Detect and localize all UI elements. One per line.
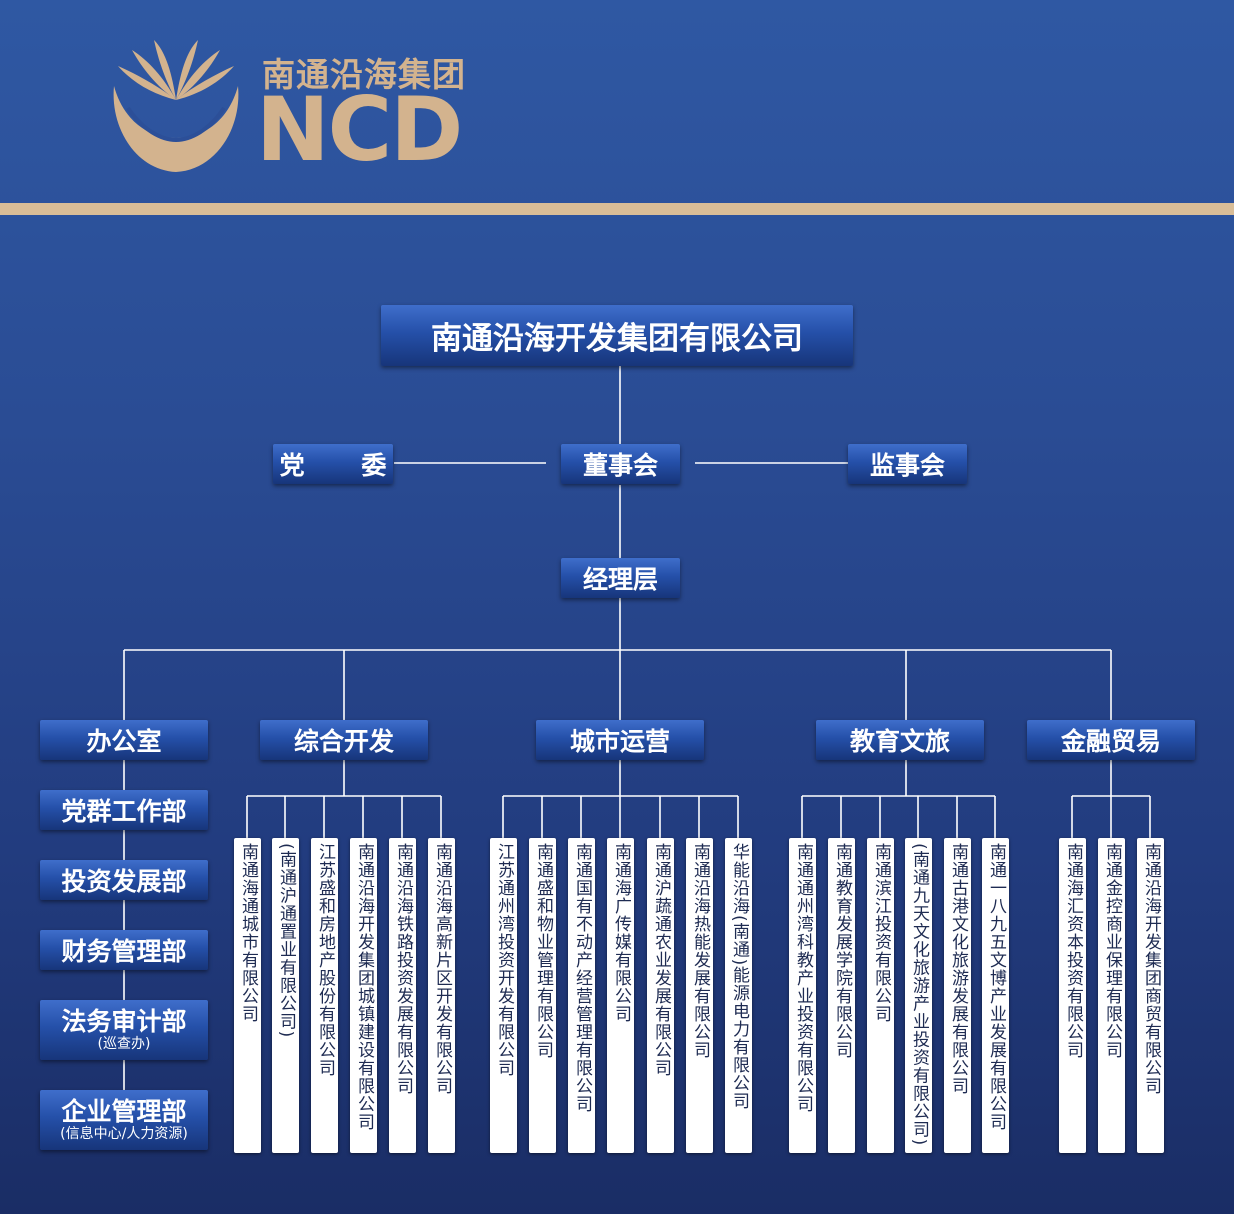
subsidiary-box: 南通沿海热能发展有限公司 <box>686 838 713 1153</box>
segment-label: 金融贸易 <box>1060 727 1161 756</box>
subsidiary-box: 南通国有不动产经营管理有限公司 <box>568 838 595 1153</box>
subsidiary-box: 南通海广传媒有限公司 <box>607 838 634 1153</box>
subsidiary-name: 华能沿海(南通)能源电力有限公司 <box>729 843 749 1111</box>
subsidiary-name: 南通沿海开发集团城镇建设有限公司 <box>354 843 374 1131</box>
subsidiary-box: 江苏盛和房地产股份有限公司 <box>311 838 338 1153</box>
header-divider <box>0 203 1234 215</box>
office-box: 办公室 <box>40 720 208 760</box>
party-committee-label: 党 委 <box>279 451 411 480</box>
subsidiary-name: 南通盛和物业管理有限公司 <box>533 843 553 1059</box>
subsidiary-name: 南通沿海高新片区开发有限公司 <box>432 843 452 1095</box>
department-sublabel: (信息中心/人力资源) <box>60 1126 188 1143</box>
subsidiary-box: 南通海汇资本投资有限公司 <box>1059 838 1086 1153</box>
subsidiary-box: 江苏通州湾投资开发有限公司 <box>490 838 517 1153</box>
subsidiary-name: 南通滨江投资有限公司 <box>871 843 891 1023</box>
subsidiary-name: 南通教育发展学院有限公司 <box>832 843 852 1059</box>
subsidiary-name: 江苏盛和房地产股份有限公司 <box>315 843 335 1077</box>
segment-label: 城市运营 <box>569 727 670 756</box>
group-company-label: 南通沿海开发集团有限公司 <box>431 321 803 357</box>
subsidiary-name: 南通海广传媒有限公司 <box>611 843 631 1023</box>
subsidiary-box: 南通教育发展学院有限公司 <box>828 838 855 1153</box>
subsidiary-name: 南通海汇资本投资有限公司 <box>1063 843 1083 1059</box>
department-box: 党群工作部 <box>40 790 208 830</box>
subsidiary-box: 南通通州湾科教产业投资有限公司 <box>789 838 816 1153</box>
subsidiary-name: 南通海通城市有限公司 <box>238 843 258 1023</box>
segment-label: 综合开发 <box>293 727 394 756</box>
board-box: 董事会 <box>561 444 680 484</box>
subsidiary-box: 南通沪蔬通农业发展有限公司 <box>647 838 674 1153</box>
segment-box: 教育文旅 <box>816 720 984 760</box>
subsidiary-name: 南通一八九五文博产业发展有限公司 <box>986 843 1006 1131</box>
subsidiary-name: 南通沪蔬通农业发展有限公司 <box>651 843 671 1077</box>
subsidiary-box: 南通沿海铁路投资发展有限公司 <box>389 838 416 1153</box>
department-label: 企业管理部 <box>61 1096 187 1126</box>
subsidiary-box: 南通金控商业保理有限公司 <box>1098 838 1125 1153</box>
management-box: 经理层 <box>561 558 680 598</box>
subsidiary-name: (南通沪通置业有限公司) <box>276 843 296 1039</box>
subsidiary-box: 南通沿海高新片区开发有限公司 <box>428 838 455 1153</box>
subsidiary-name: 南通国有不动产经营管理有限公司 <box>572 843 592 1113</box>
ncd-logo: 南通沿海集团 NCD <box>106 38 506 174</box>
segment-box: 金融贸易 <box>1027 720 1195 760</box>
department-box: 财务管理部 <box>40 930 208 970</box>
subsidiary-name: 江苏通州湾投资开发有限公司 <box>494 843 514 1077</box>
ncd-emblem-icon <box>113 40 239 172</box>
subsidiary-box: 南通沿海开发集团城镇建设有限公司 <box>350 838 377 1153</box>
segment-box: 城市运营 <box>536 720 704 760</box>
logo-english-name: NCD <box>256 78 463 181</box>
subsidiary-box: (南通九天文化旅游产业投资有限公司) <box>905 838 932 1153</box>
subsidiary-box: 南通古港文化旅游发展有限公司 <box>944 838 971 1153</box>
group-company-box: 南通沿海开发集团有限公司 <box>381 305 853 366</box>
management-label: 经理层 <box>582 565 658 594</box>
logo-chinese-name: 南通沿海集团 <box>262 55 466 94</box>
subsidiary-name: 南通古港文化旅游发展有限公司 <box>948 843 968 1095</box>
subsidiary-box: 南通滨江投资有限公司 <box>867 838 894 1153</box>
subsidiary-name: (南通九天文化旅游产业投资有限公司) <box>909 843 929 1147</box>
subsidiary-name: 南通沿海开发集团商贸有限公司 <box>1141 843 1161 1095</box>
party-committee-box: 党 委 <box>273 444 393 484</box>
subsidiary-box: 南通海通城市有限公司 <box>234 838 261 1153</box>
department-label: 法务审计部 <box>61 1006 187 1036</box>
subsidiary-box: 南通沿海开发集团商贸有限公司 <box>1137 838 1164 1153</box>
subsidiary-box: 南通一八九五文博产业发展有限公司 <box>982 838 1009 1153</box>
department-box: 企业管理部 (信息中心/人力资源) <box>40 1090 208 1150</box>
supervisory-board-box: 监事会 <box>848 444 967 484</box>
subsidiary-name: 南通通州湾科教产业投资有限公司 <box>793 843 813 1113</box>
subsidiary-name: 南通金控商业保理有限公司 <box>1102 843 1122 1059</box>
subsidiary-name: 南通沿海热能发展有限公司 <box>690 843 710 1059</box>
department-box: 投资发展部 <box>40 860 208 900</box>
department-sublabel: (巡查办) <box>97 1036 151 1053</box>
segment-label: 教育文旅 <box>849 727 950 756</box>
board-label: 董事会 <box>582 451 658 480</box>
segment-box: 综合开发 <box>260 720 428 760</box>
supervisory-board-label: 监事会 <box>869 451 945 480</box>
department-label: 财务管理部 <box>61 937 187 966</box>
department-box: 法务审计部 (巡查办) <box>40 1000 208 1060</box>
subsidiary-box: (南通沪通置业有限公司) <box>272 838 299 1153</box>
department-label: 党群工作部 <box>61 797 187 826</box>
office-label: 办公室 <box>86 727 162 756</box>
subsidiary-box: 南通盛和物业管理有限公司 <box>529 838 556 1153</box>
department-label: 投资发展部 <box>61 867 187 896</box>
subsidiary-name: 南通沿海铁路投资发展有限公司 <box>393 843 413 1095</box>
subsidiary-box: 华能沿海(南通)能源电力有限公司 <box>725 838 752 1153</box>
